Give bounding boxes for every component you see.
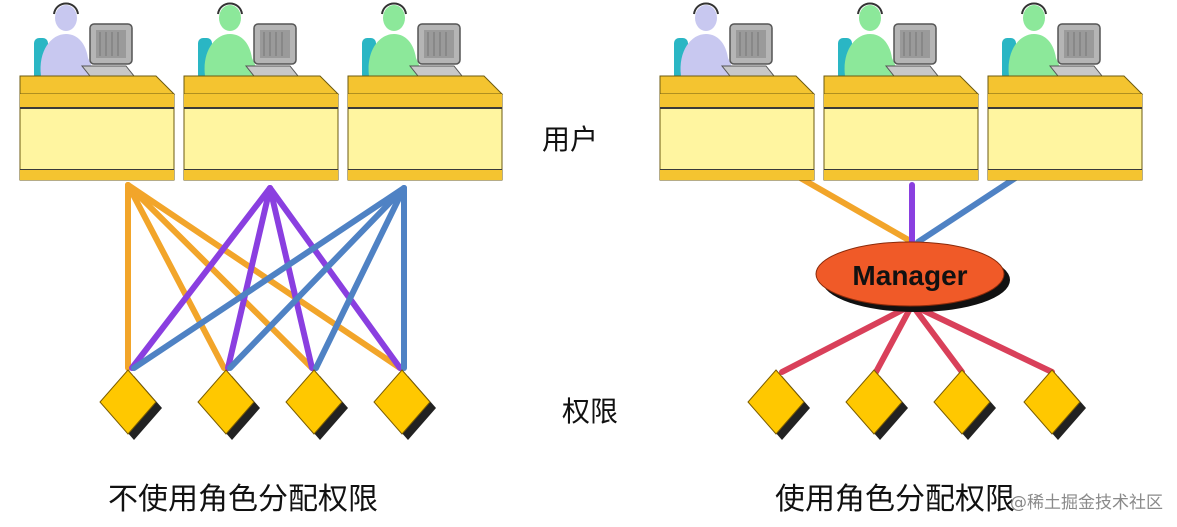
permission-diamond-icon	[285, 369, 349, 441]
user-workstation-icon	[987, 2, 1143, 181]
left-permission-lines	[125, 182, 407, 371]
permissions-label: 权限	[562, 395, 619, 428]
permission-diamond-icon	[373, 369, 437, 441]
users-label: 用户	[542, 123, 599, 156]
user-workstation-icon	[19, 2, 175, 181]
manager-node: Manager	[815, 241, 1010, 312]
user-workstation-icon	[183, 2, 339, 181]
watermark: @稀土掘金技术社区	[1010, 493, 1163, 513]
with-roles-caption: 使用角色分配权限	[775, 482, 1015, 517]
manager-label: Manager	[852, 260, 967, 291]
permission-diamond-icon	[933, 369, 997, 441]
permission-diamond-icon	[747, 369, 811, 441]
user-workstation-icon	[823, 2, 979, 181]
user-workstation-icon	[347, 2, 503, 181]
without-roles-caption: 不使用角色分配权限	[108, 482, 378, 517]
user-workstation-icon	[659, 2, 815, 181]
permission-diamond-icon	[1023, 369, 1087, 441]
right-user-lines	[787, 169, 1023, 245]
permission-diamond-icon	[99, 369, 163, 441]
permission-diamond-icon	[845, 369, 909, 441]
permission-diamond-icon	[197, 369, 261, 441]
right-permission-lines	[779, 302, 1055, 375]
